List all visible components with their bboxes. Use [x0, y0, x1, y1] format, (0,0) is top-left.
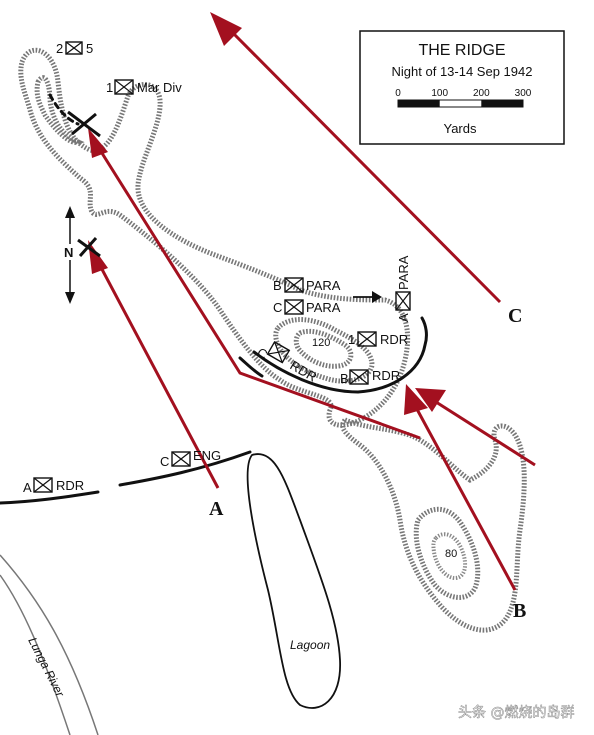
- lagoon-label: Lagoon: [290, 638, 330, 652]
- scale-tick-200: 200: [473, 88, 490, 99]
- line-ridge-front: [252, 316, 428, 394]
- unit-1-mar-div-prefix: 1: [106, 80, 113, 95]
- ridge-contours: [18, 47, 527, 633]
- legend-title: THE RIDGE: [418, 42, 505, 59]
- scale-unit: Yards: [444, 121, 477, 136]
- attack-arrow-b-east: [424, 393, 536, 467]
- scale-tick-100: 100: [431, 88, 448, 99]
- scale-bar: [397, 99, 524, 108]
- defensive-lines: [0, 93, 428, 505]
- unit-b-rdr-suffix: RDR: [372, 368, 400, 383]
- unit-labels: 2 5 1 Mar Div B PARA C PARA A PARA 1 RDR…: [23, 41, 411, 495]
- unit-c-para-suffix: PARA: [306, 300, 341, 315]
- unit-2-5-prefix: 2: [56, 41, 63, 56]
- scale-tick-0: 0: [395, 88, 401, 99]
- elevation-80: 80: [445, 548, 457, 560]
- unit-c-eng-prefix: C: [160, 454, 169, 469]
- attack-arrows: [88, 12, 536, 591]
- lagoon: [246, 453, 341, 709]
- north-label: N: [64, 245, 73, 260]
- unit-symbols: [33, 41, 411, 493]
- elevation-120: 120: [312, 337, 330, 349]
- legend: THE RIDGE Night of 13-14 Sep 1942 0 100 …: [359, 30, 565, 145]
- attack-arrow-b-west: [93, 141, 421, 440]
- unit-a-para-suffix: PARA: [396, 255, 411, 290]
- attack-arrow-b-north: [410, 399, 517, 591]
- unit-b-rdr-prefix: B: [340, 371, 349, 386]
- legend-subtitle: Night of 13-14 Sep 1942: [392, 64, 533, 79]
- unit-1-mar-div-suffix: Mar Div: [137, 80, 182, 95]
- line-left-front: [238, 356, 264, 378]
- line-a-rdr: [0, 490, 100, 505]
- unit-b-para-suffix: PARA: [306, 278, 341, 293]
- unit-a-para-prefix: A: [396, 313, 411, 322]
- unit-a-rdr-suffix: RDR: [56, 478, 84, 493]
- unit-a-rdr-prefix: A: [23, 480, 32, 495]
- attack-label-c: C: [508, 305, 522, 327]
- attack-arrow-c: [228, 28, 502, 304]
- attack-label-b: B: [513, 600, 526, 622]
- scale-tick-300: 300: [515, 88, 532, 99]
- line-eng: [118, 450, 252, 487]
- lunga-river: [0, 554, 99, 735]
- line-1-mar-div: [48, 93, 80, 126]
- unit-c-eng-suffix: ENG: [193, 448, 221, 463]
- unit-b-para-prefix: B: [273, 278, 282, 293]
- unit-2-5-suffix: 5: [86, 41, 93, 56]
- unit-1-rdr-prefix: 1: [348, 332, 355, 347]
- north-arrow: N: [61, 206, 79, 304]
- watermark: 头条 @燃烧的岛群: [458, 704, 574, 721]
- attack-label-a: A: [209, 498, 224, 520]
- attack-arrow-a: [94, 257, 220, 489]
- unit-1-rdr-suffix: RDR: [380, 332, 408, 347]
- unit-c-para-prefix: C: [273, 300, 282, 315]
- position-markers: [67, 110, 101, 258]
